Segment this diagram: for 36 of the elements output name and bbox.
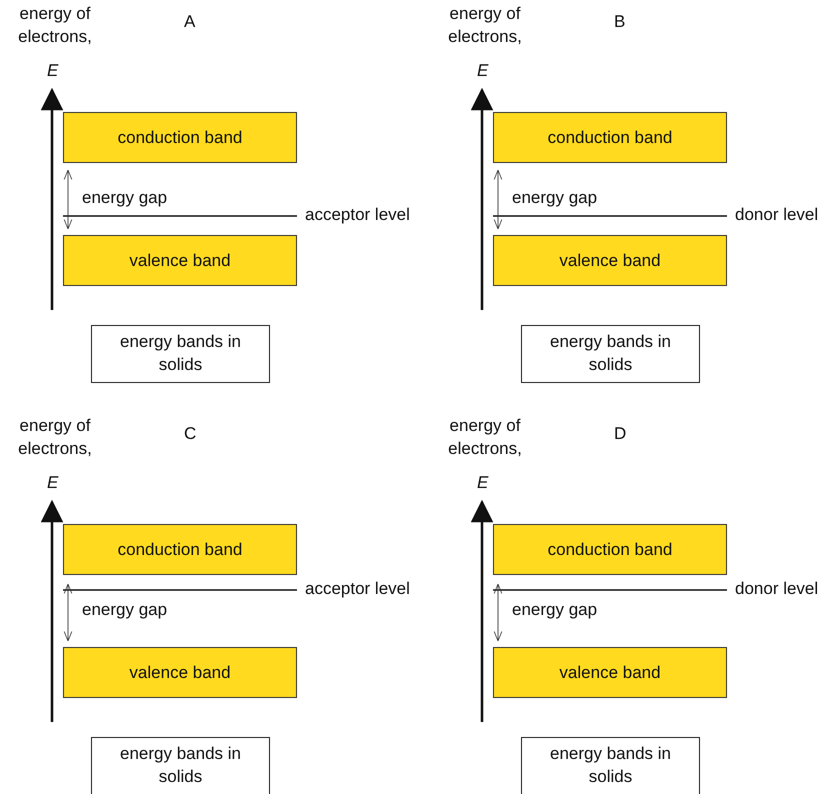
level-label: donor level (735, 579, 818, 599)
conduction-band: conduction band (493, 524, 727, 575)
axis-symbol: E (47, 473, 58, 493)
caption-box: energy bands in solids (521, 325, 700, 383)
axis-title: energy of electrons, (447, 415, 523, 460)
gap-label: energy gap (82, 188, 168, 208)
axis-title: energy of electrons, (17, 3, 93, 48)
valence-band: valence band (493, 235, 727, 286)
axis-symbol: E (47, 61, 58, 81)
level-label: donor level (735, 205, 818, 225)
double-arrow (494, 170, 502, 230)
level-label: acceptor level (305, 579, 410, 599)
gap-label: energy gap (512, 600, 598, 620)
axis-symbol: E (477, 61, 488, 81)
conduction-band: conduction band (63, 524, 297, 575)
conduction-band: conduction band (63, 112, 297, 163)
gap-label: energy gap (82, 600, 168, 620)
axis-title: energy of electrons, (447, 3, 523, 48)
caption-box: energy bands in solids (521, 737, 700, 794)
valence-band: valence band (63, 235, 297, 286)
valence-band: valence band (63, 647, 297, 698)
double-arrow (494, 584, 502, 642)
double-arrow (64, 584, 72, 642)
panel-letter: D (614, 424, 626, 444)
caption-box: energy bands in solids (91, 325, 270, 383)
caption-box: energy bands in solids (91, 737, 270, 794)
double-arrow (64, 170, 72, 230)
level-label: acceptor level (305, 205, 410, 225)
valence-band: valence band (493, 647, 727, 698)
axis-symbol: E (477, 473, 488, 493)
axis-title: energy of electrons, (17, 415, 93, 460)
panel-letter: C (184, 424, 196, 444)
panel-letter: B (614, 12, 626, 32)
conduction-band: conduction band (493, 112, 727, 163)
gap-label: energy gap (512, 188, 598, 208)
panel-letter: A (184, 12, 196, 32)
